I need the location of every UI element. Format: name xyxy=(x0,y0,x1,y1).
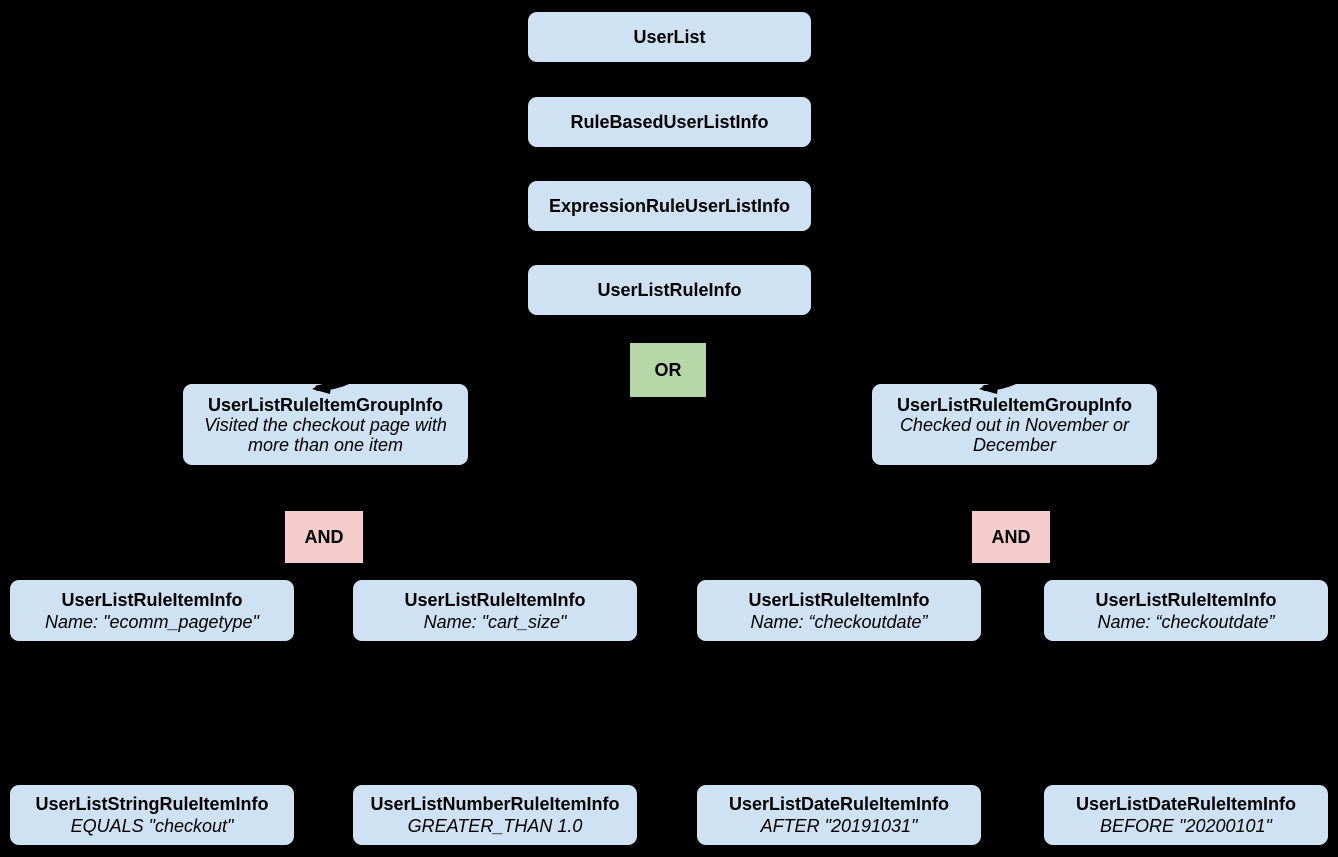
node-label: UserListRuleInfo xyxy=(597,279,742,300)
node-rulebaseduserlistinfo: RuleBasedUserListInfo xyxy=(528,97,811,147)
node-expressionruleuserlistinfo: ExpressionRuleUserListInfo xyxy=(528,181,811,231)
and-operator-box-right: AND xyxy=(972,511,1050,563)
node-ruleitem-ecomm-pagetype: UserListRuleItemInfo Name: "ecomm_pagety… xyxy=(10,580,294,641)
node-date-ruleitem-after: UserListDateRuleItemInfo AFTER "20191031… xyxy=(697,785,981,845)
node-description: Visited the checkout page with more than… xyxy=(204,414,447,455)
node-ruleitem-cart-size: UserListRuleItemInfo Name: "cart_size" xyxy=(353,580,637,641)
node-label: UserListRuleItemInfo xyxy=(61,589,243,610)
node-label: UserList xyxy=(633,26,706,47)
node-label: UserListRuleItemGroupInfo xyxy=(207,394,444,415)
node-detail: AFTER "20191031" xyxy=(760,816,918,836)
node-label: UserListRuleItemGroupInfo xyxy=(896,394,1133,415)
node-detail: GREATER_THAN 1.0 xyxy=(407,816,583,836)
node-label: UserListDateRuleItemInfo xyxy=(1075,794,1297,814)
node-date-ruleitem-before: UserListDateRuleItemInfo BEFORE "2020010… xyxy=(1044,785,1328,845)
node-detail: Name: "cart_size" xyxy=(423,611,567,632)
node-ruleitem-checkoutdate-2: UserListRuleItemInfo Name: “checkoutdate… xyxy=(1044,580,1328,641)
node-label: RuleBasedUserListInfo xyxy=(570,111,769,132)
or-operator-box: OR xyxy=(630,343,706,397)
node-label: UserListRuleItemInfo xyxy=(404,589,586,610)
node-userlistruleinfo: UserListRuleInfo xyxy=(528,265,811,315)
node-detail: Name: “checkoutdate” xyxy=(750,611,928,632)
node-ruleitemgroup-left: UserListRuleItemGroupInfo Visited the ch… xyxy=(183,384,468,465)
node-detail: EQUALS "checkout" xyxy=(70,816,234,836)
node-userlist: UserList xyxy=(528,12,811,62)
node-ruleitem-checkoutdate-1: UserListRuleItemInfo Name: “checkoutdate… xyxy=(697,580,981,641)
node-detail: Name: "ecomm_pagetype" xyxy=(45,611,259,632)
node-label: ExpressionRuleUserListInfo xyxy=(548,195,791,216)
node-detail: BEFORE "20200101" xyxy=(1100,816,1272,836)
node-label: UserListRuleItemInfo xyxy=(748,589,930,610)
node-label: UserListNumberRuleItemInfo xyxy=(370,794,620,814)
node-label: UserListRuleItemInfo xyxy=(1095,589,1277,610)
node-description: Checked out in November or December xyxy=(899,414,1130,455)
node-label: UserListStringRuleItemInfo xyxy=(35,794,269,814)
and-operator-box-left: AND xyxy=(285,511,363,563)
node-number-ruleitem: UserListNumberRuleItemInfo GREATER_THAN … xyxy=(353,785,637,845)
node-detail: Name: “checkoutdate” xyxy=(1097,611,1275,632)
node-ruleitemgroup-right: UserListRuleItemGroupInfo Checked out in… xyxy=(872,384,1157,465)
node-label: UserListDateRuleItemInfo xyxy=(728,794,950,814)
node-string-ruleitem: UserListStringRuleItemInfo EQUALS "check… xyxy=(10,785,294,845)
